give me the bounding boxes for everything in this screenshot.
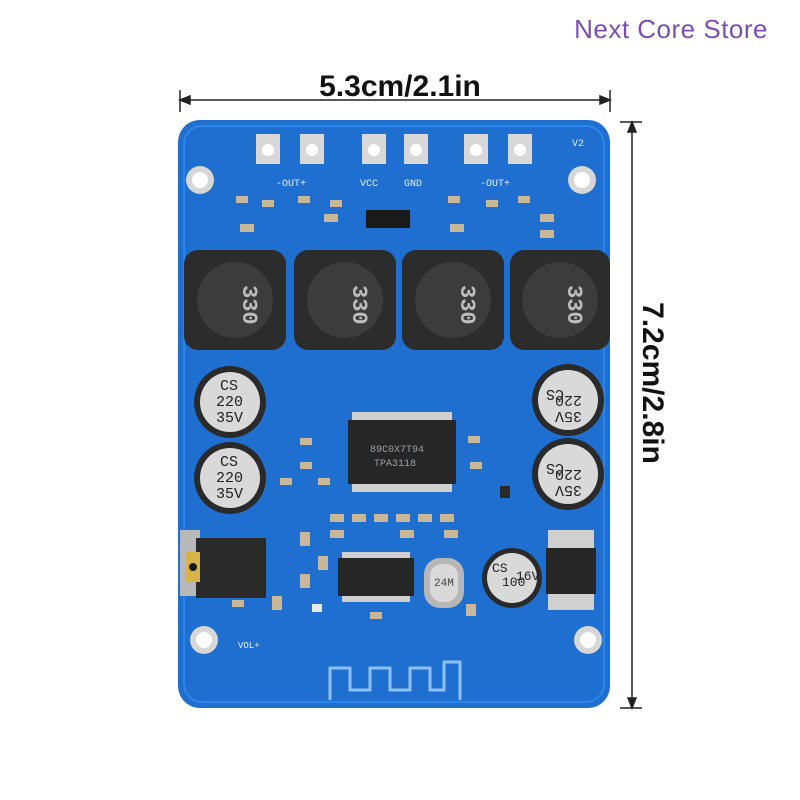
crystal: [424, 558, 464, 608]
cap4-line2: 220: [555, 465, 582, 482]
cap1-line3: 35V: [216, 410, 243, 427]
terminal-pads: [256, 134, 532, 164]
bluetooth-chip: [338, 552, 414, 602]
inductors: [184, 250, 610, 350]
amplifier-chip: [348, 412, 456, 492]
inductor-marking-2: 330: [346, 285, 371, 325]
small-cap-line1: CS: [492, 561, 508, 576]
small-cap-line2: 100: [502, 575, 525, 590]
terminal-label-vcc: VCC: [360, 179, 378, 190]
cap1-line2: 220: [216, 394, 243, 411]
cap3-line1: CS: [546, 385, 564, 402]
cap1-line1: CS: [220, 378, 238, 395]
cap2-line2: 220: [216, 470, 243, 487]
smd-components-top: [236, 196, 554, 238]
small-cap-line3: 16V: [516, 569, 540, 584]
width-dimension-line: [177, 90, 613, 112]
small-capacitor: [482, 548, 542, 608]
height-dimension-line: [620, 119, 642, 711]
width-dimension-label: 5.3cm/2.1in: [319, 70, 481, 103]
mounting-holes: [186, 166, 602, 654]
inductor-marking-3: 330: [454, 285, 479, 325]
cap2-line1: CS: [220, 454, 238, 471]
cap4-line3: 35V: [555, 481, 582, 498]
cap3-line3: 35V: [555, 407, 582, 424]
smd-components-bottom: [232, 532, 476, 619]
cap4-line1: CS: [546, 459, 564, 476]
terminal-label-out-left: -OUT+: [276, 179, 306, 190]
version-mark: V2: [572, 139, 584, 150]
crystal-marking: 24M: [434, 578, 454, 590]
pot-label: VOL+: [238, 641, 260, 651]
inductor-marking-4: 330: [561, 285, 586, 325]
amp-chip-line2: TPA3118: [374, 459, 416, 470]
pcb-antenna: [328, 660, 462, 700]
cap2-line3: 35V: [216, 486, 243, 503]
terminal-label-gnd: GND: [404, 179, 422, 190]
inductor-marking-1: 330: [236, 285, 261, 325]
amp-chip-line1: 89C0X7T94: [370, 445, 424, 456]
store-watermark: Next Core Store: [574, 14, 768, 44]
diode-top: [366, 210, 410, 228]
voltage-regulator: [546, 530, 596, 610]
cap3-line2: 220: [555, 391, 582, 408]
electrolytic-capacitors: [194, 364, 604, 514]
smd-components-mid: [280, 436, 510, 538]
terminal-label-out-right: -OUT+: [480, 179, 510, 190]
audio-jack: [180, 530, 266, 598]
